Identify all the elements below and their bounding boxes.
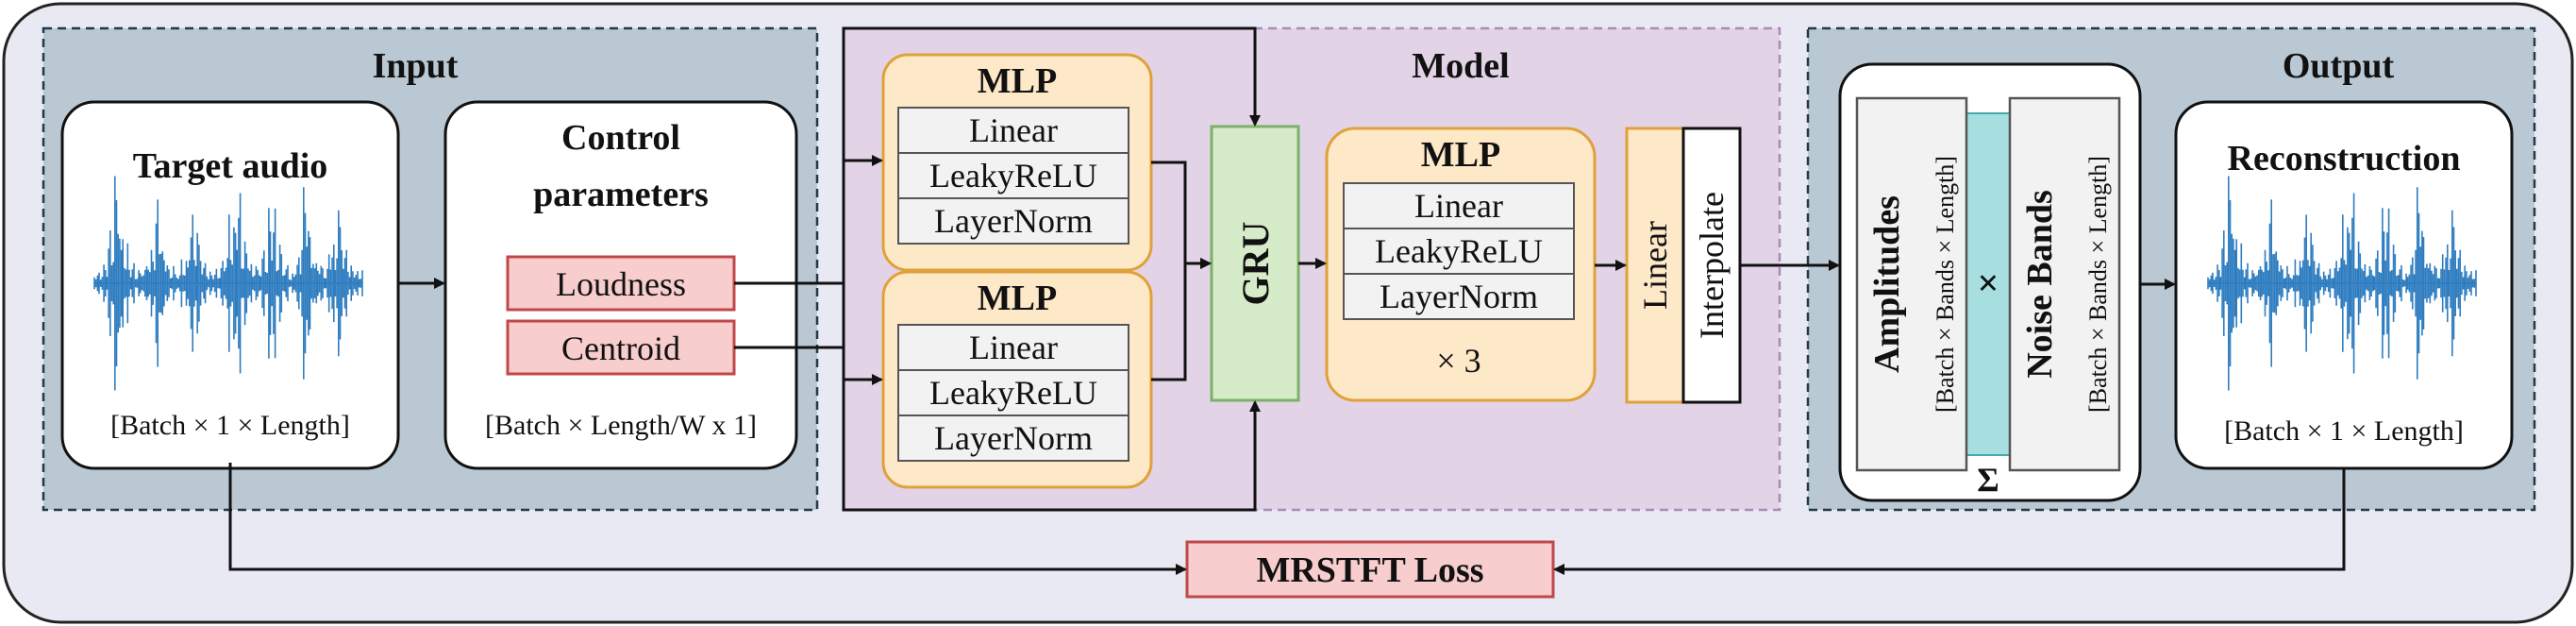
arrow-reconstruction-to-loss xyxy=(1553,468,2346,575)
reconstruction-waveform xyxy=(2207,176,2477,391)
gru-box xyxy=(1210,125,1300,402)
amplitudes-title: Amplitudes xyxy=(1867,195,1907,373)
mlp-main-title: MLP xyxy=(1421,135,1500,175)
sum-symbol: Σ xyxy=(1977,461,1999,499)
noise-bands-box xyxy=(2008,96,2121,472)
target-audio-waveform xyxy=(93,176,363,391)
mlp-bottom-layernorm-label: LayerNorm xyxy=(934,419,1093,457)
control-title-line2: parameters xyxy=(533,175,709,214)
amplitudes-shape: [Batch × Bands × Length] xyxy=(1932,156,1959,413)
arrow-bottom-into-gru xyxy=(1159,400,1261,512)
mlp-bottom-linear xyxy=(897,324,1129,371)
arrow-mlp-bottom-to-gru xyxy=(1151,258,1212,381)
amplitudes-box xyxy=(1855,96,1968,472)
mlp-top-layernorm xyxy=(897,197,1129,245)
model-title: Model xyxy=(1412,46,1509,86)
mlp-bottom-leakyrelu xyxy=(897,369,1129,416)
mlp-bottom-linear-label: Linear xyxy=(969,329,1058,366)
reconstruction-shape: [Batch × 1 × Length] xyxy=(2224,415,2464,447)
mlp-main-leakyrelu xyxy=(1343,228,1575,275)
target-audio-shape: [Batch × 1 × Length] xyxy=(110,410,350,441)
noise-bands-shape: [Batch × Bands × Length] xyxy=(2084,156,2112,413)
mlp-top-leakyrelu-label: LeakyReLU xyxy=(929,157,1097,195)
mlp-main-layernorm-label: LayerNorm xyxy=(1380,278,1538,315)
mlp-top-layernorm-label: LayerNorm xyxy=(934,202,1093,240)
linear-label: Linear xyxy=(1636,221,1674,310)
mlp-top-title: MLP xyxy=(978,61,1057,101)
arrow-centroid-to-mlp-bottom xyxy=(734,346,883,385)
arrow-audio-to-loss xyxy=(228,463,1187,575)
mlp-top-leakyrelu xyxy=(897,152,1129,199)
loss-box xyxy=(1185,540,1555,599)
input-title: Input xyxy=(373,46,459,86)
multiply-symbol: × xyxy=(1978,262,1999,304)
mlp-top-linear xyxy=(897,107,1129,154)
mlp-main-repeat: × 3 xyxy=(1436,342,1480,380)
centroid-label: Centroid xyxy=(561,330,680,367)
arrow-top-into-gru xyxy=(1159,26,1261,127)
interpolate-label: Interpolate xyxy=(1693,192,1731,339)
arrow-loudness-to-mlp-top xyxy=(734,155,883,285)
output-title: Output xyxy=(2283,46,2395,86)
noise-bands-title: Noise Bands xyxy=(2020,190,2060,379)
reconstruction-title: Reconstruction xyxy=(2228,139,2461,178)
loudness-box xyxy=(506,255,736,312)
mlp-bottom-title: MLP xyxy=(978,279,1057,318)
control-title-line1: Control xyxy=(561,118,680,158)
gru-label: GRU xyxy=(1234,222,1277,306)
mlp-main-linear-label: Linear xyxy=(1414,187,1503,225)
teal-band xyxy=(1965,112,2011,456)
mlp-main-leakyrelu-label: LeakyReLU xyxy=(1375,232,1543,270)
control-shape: [Batch × Length/W x 1] xyxy=(485,410,757,441)
interpolate-box xyxy=(1681,127,1742,404)
loudness-label: Loudness xyxy=(556,265,686,303)
connectors xyxy=(228,26,2346,575)
loss-label: MRSTFT Loss xyxy=(1256,550,1483,590)
mlp-main-layernorm xyxy=(1343,273,1575,320)
mlp-top-linear-label: Linear xyxy=(969,111,1058,149)
mlp-bottom-leakyrelu-label: LeakyReLU xyxy=(929,374,1097,412)
mlp-bottom-layernorm xyxy=(897,415,1129,462)
linear-box xyxy=(1625,127,1685,404)
target-audio-title: Target audio xyxy=(133,146,328,186)
